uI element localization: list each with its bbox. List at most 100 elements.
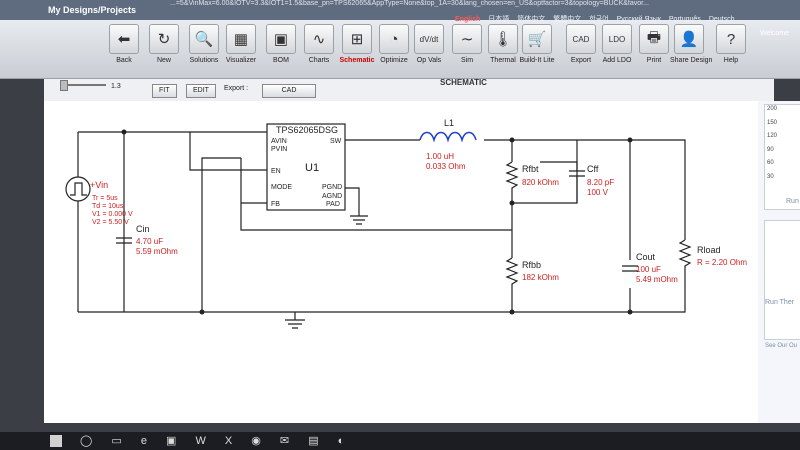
person-icon: 👤 — [674, 24, 704, 54]
vin-param-v2: V2 = 5.50 V — [92, 219, 129, 226]
language-option[interactable]: 简体中文 — [517, 16, 546, 23]
run-thermal-link[interactable]: Run Ther — [765, 299, 795, 306]
capacitor-cout[interactable] — [622, 265, 638, 272]
cout-esr: 5.49 mOhm — [636, 275, 678, 284]
language-option[interactable]: Русский Язык — [616, 16, 661, 23]
refresh-icon: ↻ — [149, 24, 179, 54]
cff-name: Cff — [587, 164, 599, 174]
efficiency-chart-card[interactable] — [764, 104, 800, 210]
toolbar-optimize-button[interactable]: ◔ Optimize — [375, 24, 413, 76]
fit-button[interactable]: FIT — [152, 84, 177, 98]
rfbb-name: Rfbb — [522, 260, 541, 270]
resistor-rfbt[interactable] — [505, 161, 519, 190]
zoom-slider[interactable] — [60, 84, 106, 86]
help-icon: ? — [716, 24, 746, 54]
pin-pgnd: PGND — [322, 184, 342, 191]
export-select[interactable]: CAD — [262, 84, 316, 98]
language-option[interactable]: English — [455, 16, 481, 23]
gauge-icon: ◔ — [379, 24, 409, 54]
schematic-title: SCHEMATIC — [440, 78, 487, 87]
ldo-icon: LDO — [602, 24, 632, 54]
toolbar-bom-button[interactable]: ▣BOM — [262, 24, 300, 76]
magnifier-icon: 🔍 — [189, 24, 219, 54]
toolbar-build-it-lite-button[interactable]: 🛒 Build-It Lite — [518, 24, 556, 76]
toolbar-add-ldo-button[interactable]: LDO Add LDO — [598, 24, 636, 76]
toolbar-visualizer-button[interactable]: ▦Visualizer — [222, 24, 260, 76]
chart-icon: ∿ — [304, 24, 334, 54]
taskbar-app-icons[interactable]: ◯ ▭ e ▣ W X ◉ ✉ ▤ ◐ — [80, 435, 353, 447]
thermal-card[interactable] — [764, 220, 800, 340]
pin-pad: PAD — [326, 201, 340, 208]
edit-button[interactable]: EDIT — [186, 84, 216, 98]
rload-name: Rload — [697, 245, 721, 255]
title-bar: My Designs/Projects ...=5&VinMax=6.00&IO… — [0, 0, 800, 20]
toolbar-label: Thermal — [490, 57, 516, 64]
toolbar-label: Print — [646, 57, 662, 64]
vin-param-v1: V1 = 0.000 V — [92, 211, 133, 218]
rfbb-value: 182 kOhm — [522, 273, 559, 282]
run-link[interactable]: Run — [786, 198, 799, 205]
app-title: My Designs/Projects — [48, 5, 137, 15]
cart-icon: 🛒 — [522, 24, 552, 54]
pin-avin: AVIN — [271, 138, 287, 145]
toolbar-label: Sim — [460, 57, 474, 64]
ic-body[interactable] — [266, 123, 346, 211]
pin-sw: SW — [330, 138, 342, 145]
vin-label: +Vin — [90, 180, 108, 190]
axis-tick-200: 200 — [767, 106, 778, 112]
pin-fb: FB — [271, 201, 280, 208]
toolbar-new-button[interactable]: ↻ New — [145, 24, 183, 76]
source-vin[interactable] — [65, 176, 91, 202]
back-arrow-icon: ⬅ — [109, 24, 139, 54]
cin-value: 4.70 uF — [136, 237, 163, 246]
toolbar-sim-button[interactable]: ∼Sim — [448, 24, 486, 76]
ground-symbols — [285, 210, 368, 329]
grid-icon: ▦ — [226, 24, 256, 54]
capacitor-cff[interactable] — [569, 162, 585, 190]
capacitor-cin[interactable] — [116, 237, 132, 244]
cff-value: 8.20 pF — [587, 178, 614, 187]
toolbar-thermal-button[interactable]: 🌡Thermal — [484, 24, 522, 76]
toolbar-print-button[interactable]: 🖶Print — [635, 24, 673, 76]
pin-agnd: AGND — [322, 193, 342, 200]
language-option[interactable]: Deutsch — [708, 16, 735, 23]
toolbar-label: New — [156, 57, 171, 64]
toolbar-label: Optimize — [380, 57, 408, 64]
language-option[interactable]: 한국어 — [589, 16, 609, 23]
rfbt-value: 820 kOhm — [522, 178, 559, 187]
resistor-rfbb[interactable] — [505, 257, 519, 286]
toolbar-schematic-button[interactable]: ⊞Schematic — [338, 24, 376, 76]
language-option[interactable]: Português — [668, 16, 701, 23]
pin-en: EN — [271, 168, 281, 175]
toolbar-help-button[interactable]: ?Help — [712, 24, 750, 76]
toolbar-label: Back — [116, 57, 132, 64]
toolbar-back-button[interactable]: ⬅ Back — [105, 24, 143, 76]
toolbar-label: Build-It Lite — [519, 57, 555, 64]
axis-tick-150: 150 — [767, 120, 778, 126]
l1-name: L1 — [444, 118, 454, 128]
language-option[interactable]: 日本語 — [488, 16, 510, 23]
toolbar-charts-button[interactable]: ∿Charts — [300, 24, 338, 76]
language-option[interactable]: 繁體中文 — [553, 16, 582, 23]
l1-dcr: 0.033 Ohm — [426, 162, 466, 171]
see-output-link[interactable]: See Our Ou — [765, 343, 798, 349]
toolbar-label: Add LDO — [602, 57, 632, 64]
axis-tick-90: 90 — [767, 147, 774, 153]
resistor-rload[interactable] — [678, 239, 692, 278]
toolbar-solutions-button[interactable]: 🔍Solutions — [185, 24, 223, 76]
zoom-slider-handle[interactable] — [60, 80, 68, 91]
cout-name: Cout — [636, 252, 656, 262]
rload-value: R = 2.20 Ohm — [697, 258, 747, 267]
welcome-text: Welcome — [760, 30, 790, 37]
os-taskbar — [0, 432, 800, 450]
address-fragment: ...=5&VinMax=6.00&IOTV=3.3&IOT1=1.5&base… — [170, 0, 649, 7]
ic-part-label: TPS62065DSG — [276, 125, 338, 135]
toolbar-share-design-button[interactable]: 👤Share Design — [670, 24, 712, 76]
toolbar-label: BOM — [273, 57, 289, 64]
windows-start-icon[interactable] — [50, 435, 62, 447]
pulse-icon — [70, 182, 87, 196]
inductor-l1[interactable] — [419, 131, 477, 143]
pin-pvin: PVIN — [271, 146, 287, 153]
